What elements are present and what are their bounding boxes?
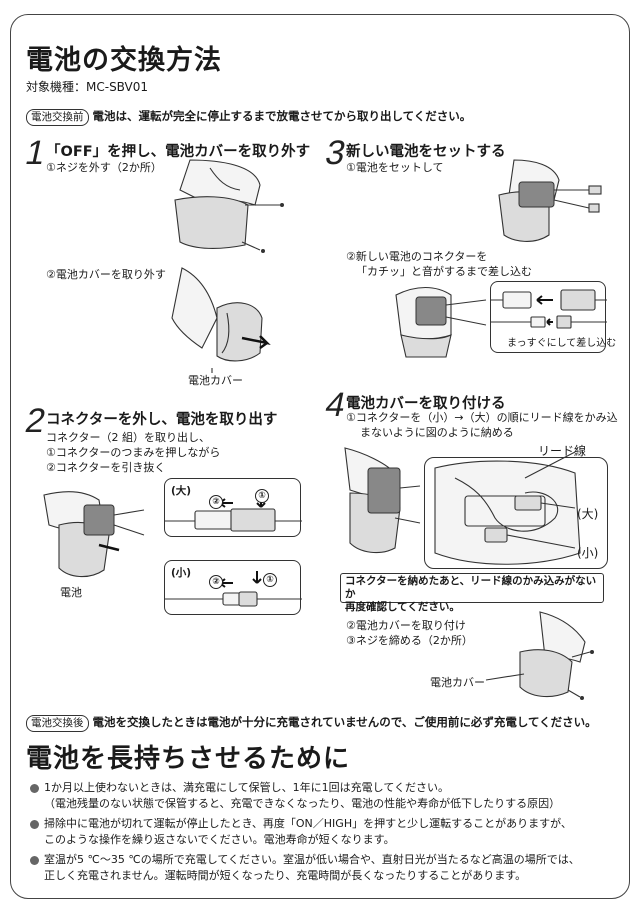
step-3-illustration-connect [395,286,487,358]
step-2-small-mark-1: ① [263,573,277,587]
step-2-battery-label: 電池 [60,586,82,599]
small-connector-drawing [165,571,302,607]
step-2-line-2: ①コネクターのつまみを押しながら [46,446,221,459]
longevity-bullet-2: 掃除中に電池が切れて運転が停止したとき、再度「ON／HIGH」を押すと少し運転す… [28,816,624,848]
step-4-cover-label: 電池カバー [430,676,485,689]
step-3-callout: まっすぐにして差し込む [490,281,616,353]
bullet-3-line1: 室温が5 ℃〜35 ℃の場所で充電してください。室温が低い場合や、直射日光が当た… [44,853,580,866]
step-2-illustration-device [43,491,145,578]
longevity-title: 電池を長持ちさせるために [26,744,351,774]
step-1-illustration-screws [174,159,284,253]
step-4-confirm-line2: 再度確認してください。 [345,601,460,613]
step-4-sub3: ③ネジを締める（2か所） [346,634,473,647]
step-3-sub1: ①電池をセットして [346,161,444,174]
bullet-3-line2: 正しく充電されません。運転時間が短くなったり、充電時間が長くなったりすることがあ… [44,869,527,882]
before-tag: 電池交換前 [26,109,89,126]
step-1-cover-label: 電池カバー [188,374,243,387]
page-frame [10,14,630,899]
model-label: 対象機種：MC-SBV01 [26,80,149,94]
after-tag: 電池交換後 [26,715,89,732]
step-2-small-mark-2: ② [209,575,223,589]
step-4-confirm-box: コネクターを納めたあと、リード線のかみ込みがないか 再度確認してください。 [340,573,604,613]
step-4-illustration-device [344,447,421,554]
step-3-heading: 新しい電池をセットする [346,144,506,160]
step-4-sub1-line1: ①コネクターを（小）→（大）の順にリード線をかみ込 [346,411,618,424]
before-text: 電池は、運転が完全に停止するまで放電させてから取り出してください。 [92,109,472,123]
step-4-callout [424,451,608,569]
step-2-heading: コネクターを外し、電池を取り出す [46,412,278,428]
step-4-lead-label: リード線 [538,444,587,458]
step-2-callout-large: (大) ② ① [164,478,302,537]
longevity-bullet-1: 1か月以上使わないときは、満充電にして保管し、1年に1回は充電してください。 （… [28,780,624,812]
step-2-line-3: ②コネクターを引き抜く [46,461,166,474]
bullet-dot-icon [30,820,39,829]
step-4-large-label: (大) [577,507,599,521]
step-3-connector-drawing [491,289,607,329]
page-title: 電池の交換方法 [26,45,222,76]
step-2-small-label: (小) [171,567,192,579]
step-1-illustration-cover [171,267,271,373]
bullet-1-line1: 1か月以上使わないときは、満充電にして保管し、1年に1回は充電してください。 [44,781,450,794]
bullet-2-line2: このような操作を繰り返さないでください。電池寿命が短くなります。 [44,833,395,846]
step-3-straight-label: まっすぐにして差し込む [507,338,617,349]
step-1-sub2: ②電池カバーを取り外す [46,268,166,281]
step-4-illustration-cover [519,611,594,700]
after-text: 電池を交換したときは電池が十分に充電されていませんので、ご使用前に必ず充電してく… [92,715,597,729]
step-3-sub2-line2: 「カチッ」と音がするまで差し込む [356,265,532,278]
step-3-illustration-battery [498,159,602,242]
step-4-confirm-line1: コネクターを納めたあと、リード線のかみ込みがないか [345,575,597,600]
step-2-line-1: コネクター（2 組）を取り出し、 [46,431,211,444]
longevity-bullets: 1か月以上使わないときは、満充電にして保管し、1年に1回は充電してください。 （… [28,780,624,888]
step-4-small-label: (小) [577,546,599,560]
step-4-sub1-line2: まないように図のように納める [360,426,514,439]
before-notice: 電池交換前電池は、運転が完全に停止するまで放電させてから取り出してください。 [26,108,471,126]
after-notice: 電池交換後電池を交換したときは電池が十分に充電されていませんので、ご使用前に必ず… [26,714,597,732]
step-3-sub2-line1: ②新しい電池のコネクターを [346,250,488,263]
step-4-sub2: ②電池カバーを取り付け [346,619,466,632]
step-1-sub1: ①ネジを外す（2か所） [46,161,162,174]
step-1-heading: 「OFF」を押し、電池カバーを取り外す [46,144,311,160]
step-2-large-label: (大) [171,485,192,497]
bullet-2-line1: 掃除中に電池が切れて運転が停止したとき、再度「ON／HIGH」を押すと少し運転す… [44,817,572,830]
step-4-cover-leader [485,673,525,681]
step-2-large-mark-2: ② [209,495,223,509]
bullet-dot-icon [30,856,39,865]
longevity-bullet-3: 室温が5 ℃〜35 ℃の場所で充電してください。室温が低い場合や、直射日光が当た… [28,852,624,884]
bullet-dot-icon [30,784,39,793]
step-2-large-mark-1: ① [255,489,269,503]
large-connector-drawing [165,497,302,532]
step-4-detail-drawing [434,451,581,565]
step-2-callout-small: (小) ② ① [164,560,302,615]
bullet-1-line2: （電池残量のない状態で保管すると、充電できなくなったり、電池の性能や寿命が低下し… [44,797,561,810]
step-4-heading: 電池カバーを取り付ける [346,396,506,412]
